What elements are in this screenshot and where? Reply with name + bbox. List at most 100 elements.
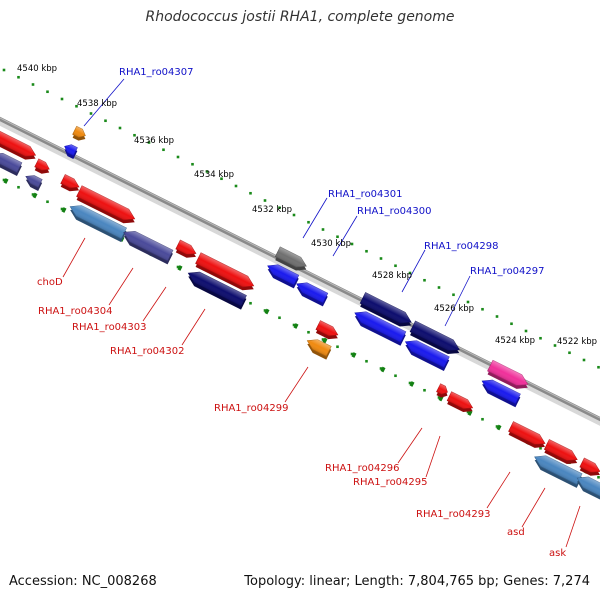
ruler-dot [321,228,325,231]
ruler-dot [220,177,223,181]
gene-label-bottom-1: RHA1_ro04304 [38,306,113,317]
tick-label-7: 4526 kbp [434,304,474,314]
leader-bottom-7 [486,471,511,509]
leader-top-0 [83,78,125,127]
gene-feature-11 [195,252,255,291]
leader-bottom-3 [181,308,206,346]
gene-feature-18 [359,292,412,327]
gene-label-bottom-3: RHA1_ro04302 [110,346,185,357]
ruler-dot [46,90,49,94]
leader-bottom-1 [108,267,134,306]
leader-bottom-9 [565,505,581,548]
gene-label-bottom-9: ask [549,548,566,559]
ruler-dot [452,293,455,297]
accession-text: Accession: NC_008268 [9,574,157,589]
ruler-dot [17,185,20,189]
gene-label-bottom-0: choD [37,277,63,288]
ruler-dot [568,351,571,355]
ruler-dot [437,286,441,289]
gene-label-top-2: RHA1_ro04300 [357,206,432,217]
ruler-dot [582,358,586,362]
leader-top-1 [302,197,328,239]
gene-feature-6 [60,174,80,192]
gene-label-top-3: RHA1_ro04298 [424,241,499,252]
leader-bottom-0 [62,237,86,278]
ruler-major-tick [177,265,183,271]
ruler-dot [365,249,368,253]
ruler-dot [292,323,296,327]
upper-tick-ruler [2,68,600,369]
ruler-dot [191,162,194,166]
gene-feature-2 [0,153,23,176]
ruler-dot [278,316,281,320]
ruler-dot [408,271,412,275]
ruler-dot [394,264,397,268]
leader-bottom-4 [284,366,309,403]
ruler-dot [336,235,339,239]
ruler-dot [60,207,64,211]
ruler-dot [466,300,470,304]
leader-bottom-5 [397,427,423,464]
ruler-dot [278,206,281,210]
gene-feature-27 [543,439,578,464]
ruler-dot [31,83,35,86]
leader-top-3 [401,249,426,293]
ruler-dot [46,200,49,204]
gene-label-bottom-8: asd [507,527,525,538]
ruler-dot [234,184,238,188]
topology-text: Topology: linear; Length: 7,804,765 bp; … [244,574,590,589]
gene-label-bottom-2: RHA1_ro04303 [72,322,147,333]
ruler-dot [60,97,64,101]
gene-feature-4 [72,125,86,141]
tick-label-8: 4524 kbp [495,336,535,346]
gene-label-top-1: RHA1_ro04301 [328,189,403,200]
ruler-major-tick [293,323,299,329]
ruler-dot [495,425,499,428]
ruler-dot [539,336,542,340]
gene-feature-25 [446,391,474,413]
ruler-dot [89,112,93,115]
gene-feature-24 [436,383,448,398]
gene-feature-23 [481,379,521,408]
gene-feature-26 [508,421,546,448]
ruler-dot [133,133,136,137]
ruler-dot [263,199,267,202]
gene-feature-19 [409,320,460,355]
gene-label-top-4: RHA1_ro04297 [470,266,545,277]
ruler-dot [379,367,383,370]
gene-feature-1 [34,158,50,174]
leader-bottom-2 [142,286,167,322]
ruler-dot [423,278,426,282]
ruler-dot [75,104,78,108]
ruler-dot [307,220,310,224]
ruler-dot [553,344,557,347]
ruler-major-tick [409,381,415,387]
ruler-dot [336,345,339,349]
ruler-dot [17,75,20,79]
ruler-dot [408,381,412,385]
gene-feature-30 [576,476,600,505]
gene-feature-5 [64,144,78,160]
gene-feature-7 [76,185,136,224]
leader-bottom-8 [521,487,546,528]
ruler-dot [2,68,6,72]
leader-top-2 [332,215,358,257]
ruler-dot [2,178,6,182]
tick-label-3: 4534 kbp [194,170,234,180]
ruler-major-tick [351,352,357,358]
ruler-dot [524,329,528,333]
ruler-dot [176,155,180,159]
ruler-dot [394,374,397,378]
gene-feature-15 [296,282,329,307]
gene-feature-22 [487,359,529,389]
ruler-major-tick [3,178,9,184]
tick-label-2: 4536 kbp [134,136,174,146]
gene-label-top-0: RHA1_ro04307 [119,67,194,78]
genome-title: Rhodococcus jostii RHA1, complete genome [145,9,455,25]
leader-bottom-6 [425,435,441,478]
tick-label-6: 4528 kbp [372,271,412,281]
gene-feature-20 [354,311,407,346]
gene-feature-12 [187,271,247,310]
